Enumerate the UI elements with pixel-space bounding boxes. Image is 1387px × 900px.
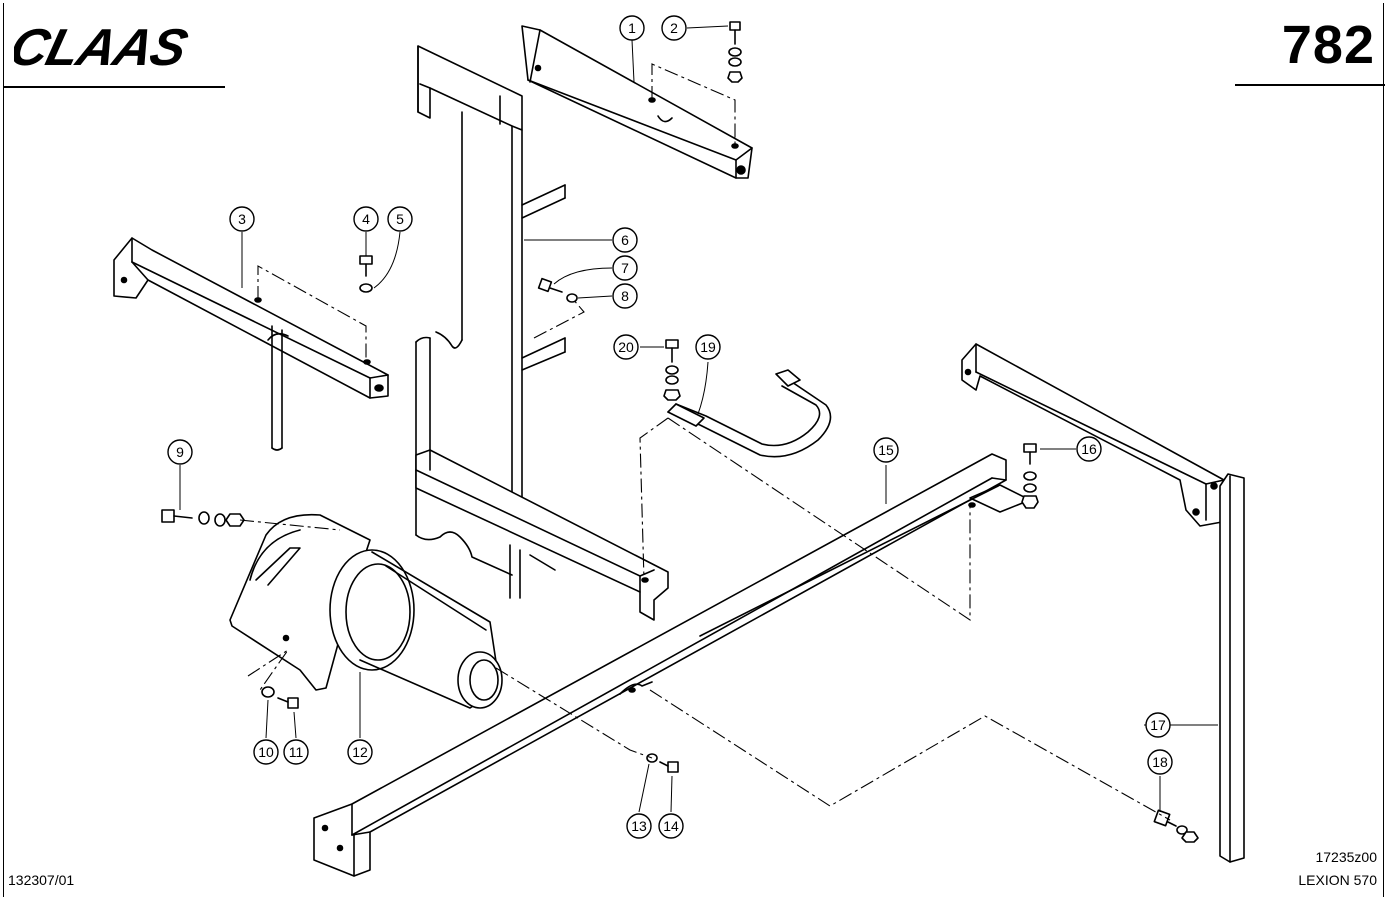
callout-circle [353,206,379,232]
callout-12: 12 [347,739,373,765]
callout-1: 1 [619,15,645,41]
logo-underline [3,86,225,88]
fastener-bolt-11 [261,686,299,709]
fastener-bolt-2 [727,21,743,83]
callout-4: 4 [353,206,379,232]
callout-circle [347,739,373,765]
callout-leader-lines [179,25,1218,813]
callout-circle [612,227,638,253]
callout-number: 7 [621,260,629,276]
callout-number: 1 [628,20,636,36]
callout-circle [612,255,638,281]
callout-number: 3 [238,211,246,227]
callout-circle [1145,712,1171,738]
callout-20: 20 [613,334,639,360]
fastener-bolt-14 [646,753,679,773]
callout-number: 10 [258,744,274,760]
page-number-underline [1235,84,1385,86]
callout-18: 18 [1147,749,1173,775]
fastener-bolt-7 [537,277,578,303]
callout-10: 10 [253,739,279,765]
part-19-handle [667,369,832,458]
callout-number: 14 [663,818,679,834]
fastener-bolt-4 [359,255,373,293]
callout-circle [613,334,639,360]
sheet-code: 132307/01 [8,872,75,888]
callout-number: 12 [352,744,368,760]
callout-number: 4 [362,211,370,227]
callout-circle [167,439,193,465]
callout-17: 17 [1145,712,1171,738]
part-6-vertical-frame [415,45,669,621]
callout-19: 19 [695,334,721,360]
callout-circle [626,813,652,839]
machine-model: LEXION 570 [1298,872,1377,888]
callout-number: 16 [1081,441,1097,457]
page-border [3,3,1384,897]
callout-circle [661,15,687,41]
assembly-guide-lines [239,63,1171,821]
callout-16: 16 [1076,436,1102,462]
callout-circle [253,739,279,765]
fastener-bolt-18 [1153,809,1199,843]
callout-5: 5 [387,206,413,232]
callout-circle [1076,436,1102,462]
callout-6: 6 [612,227,638,253]
callout-circle [695,334,721,360]
callout-number: 18 [1152,754,1168,770]
callout-number: 11 [289,744,304,760]
callout-circle [658,813,684,839]
callout-circle [283,739,309,765]
callout-number: 19 [700,339,716,355]
callout-7: 7 [612,255,638,281]
callout-circle [1147,749,1173,775]
callout-number: 8 [621,288,629,304]
part-17-vertical-post [961,343,1245,863]
page-number: 782 [1281,15,1375,75]
brand-logo: CLAAS [4,19,234,77]
callout-number: 13 [631,818,647,834]
callout-number: 6 [621,232,629,248]
callout-circle [873,437,899,463]
callout-15: 15 [873,437,899,463]
part-3-left-support-bracket [113,237,389,451]
callout-circle [387,206,413,232]
callout-number: 9 [176,444,184,460]
callout-8: 8 [612,283,638,309]
callout-number: 5 [396,211,404,227]
callout-circle [619,15,645,41]
callout-2: 2 [661,15,687,41]
callout-circle [229,206,255,232]
callout-13: 13 [626,813,652,839]
callout-number: 20 [618,339,634,355]
fastener-bolt-16 [1021,443,1039,509]
brand-logo-text: CLAAS [14,20,193,72]
fastener-bolt-9 [161,509,245,527]
drawing-code: 17235z00 [1315,849,1377,865]
callout-number: 2 [670,20,678,36]
callout-3: 3 [229,206,255,232]
part-1-upper-support-bracket [521,25,753,179]
callout-number: 15 [878,442,894,458]
fastener-bolt-20 [663,339,681,401]
callout-14: 14 [658,813,684,839]
callout-9: 9 [167,439,193,465]
part-15-cross-beam [313,453,1031,877]
callout-number: 17 [1150,717,1166,733]
callout-11: 11 [283,739,309,765]
callout-circle [612,283,638,309]
part-12-cone-tube-assembly [229,513,503,709]
